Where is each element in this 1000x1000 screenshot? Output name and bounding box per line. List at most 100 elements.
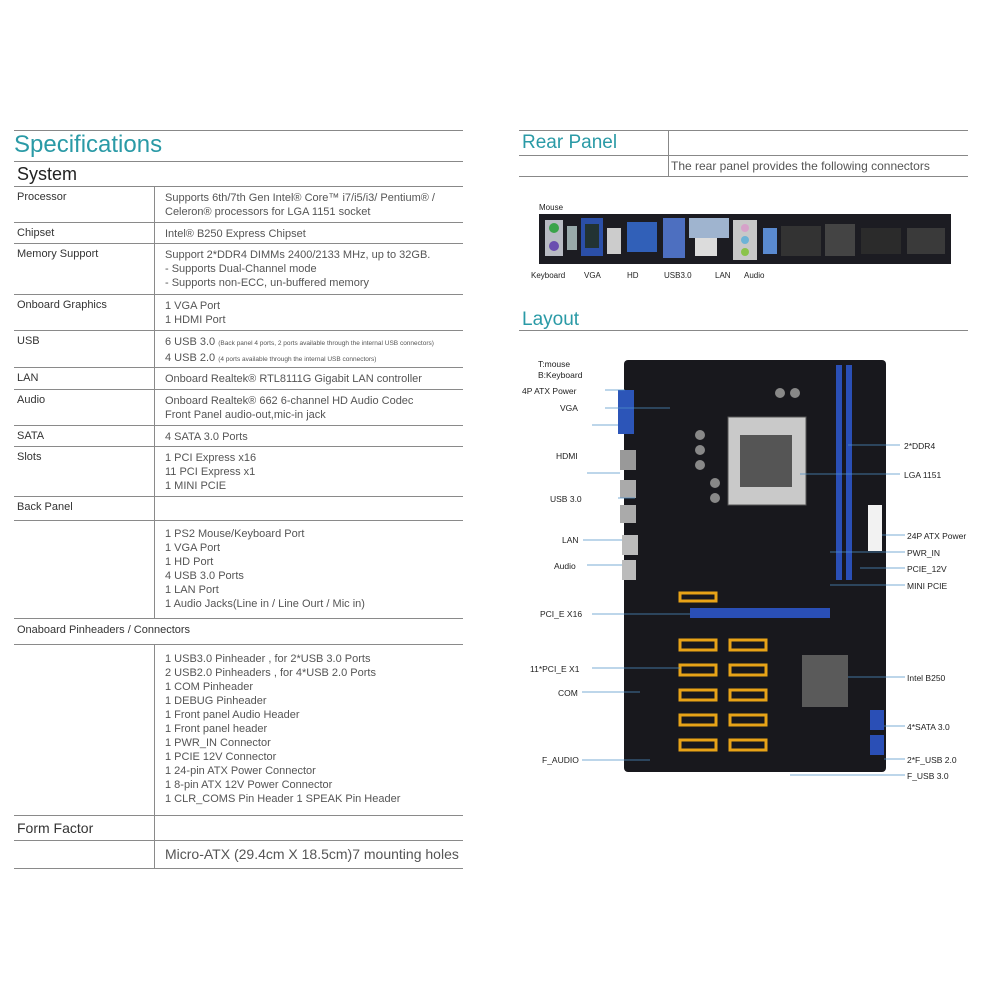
rear-panel-illustration bbox=[539, 214, 951, 264]
layout-label-fusb2: 2*F_USB 2.0 bbox=[907, 755, 957, 765]
layout-title: Layout bbox=[519, 309, 968, 331]
spec-row-usb: USB 6 USB 3.0 (Back panel 4 ports, 2 por… bbox=[14, 331, 463, 368]
spec-value: 4 SATA 3.0 Ports bbox=[165, 431, 248, 443]
spec-note: (4 ports available through the internal … bbox=[218, 356, 377, 363]
spec-value: 2 USB2.0 Pinheaders , for 4*USB 2.0 Port… bbox=[165, 667, 376, 679]
motherboard-illustration bbox=[582, 360, 905, 776]
pinheaders-row: 1 USB3.0 Pinheader , for 2*USB 3.0 Ports… bbox=[14, 645, 463, 816]
spec-label: SATA bbox=[14, 426, 155, 446]
spec-value: 1 LAN Port bbox=[165, 584, 219, 596]
layout-label-pcie16: PCI_E X16 bbox=[540, 609, 583, 619]
form-factor-label: Form Factor bbox=[14, 816, 155, 840]
form-factor-value: Micro-ATX (29.4cm X 18.5cm)7 mounting ho… bbox=[165, 846, 459, 862]
layout-label-lga: LGA 1151 bbox=[904, 470, 942, 480]
spec-row-memory: Memory Support Support 2*DDR4 DIMMs 2400… bbox=[14, 244, 463, 295]
spec-row-audio: Audio Onboard Realtek® 662 6-channel HD … bbox=[14, 390, 463, 426]
spec-value: 1 VGA Port bbox=[165, 542, 221, 554]
spec-value: Supports 6th/7th Gen Intel® Core™ i7/i5/… bbox=[165, 192, 435, 204]
spec-row-lan: LAN Onboard Realtek® RTL8111G Gigabit LA… bbox=[14, 368, 463, 390]
spec-value: - Supports Dual-Channel mode bbox=[165, 263, 317, 275]
spec-value: 1 MINI PCIE bbox=[165, 480, 227, 492]
spec-value: 1 CLR_COMS Pin Header 1 SPEAK Pin Header bbox=[165, 793, 401, 805]
spec-value: 4 USB 2.0 bbox=[165, 352, 216, 364]
spec-value: Intel® B250 Express Chipset bbox=[165, 228, 306, 240]
rear-panel-header: Rear Panel The rear panel provides the f… bbox=[519, 130, 968, 177]
rear-label-audio: Audio bbox=[744, 271, 765, 280]
spec-row-chipset: Chipset Intel® B250 Express Chipset bbox=[14, 223, 463, 244]
pinheaders-label: Onaboard Pinheaders / Connectors bbox=[14, 619, 463, 645]
layout-label-sata: 4*SATA 3.0 bbox=[907, 722, 950, 732]
spec-label: Processor bbox=[14, 187, 155, 222]
spec-value: Celeron® processors for LGA 1151 socket bbox=[165, 206, 371, 218]
spec-row-sata: SATA 4 SATA 3.0 Ports bbox=[14, 426, 463, 447]
spec-value: 11 PCI Express x1 bbox=[165, 466, 256, 478]
spec-label: LAN bbox=[14, 368, 155, 389]
layout-diagram: T:mouse B:Keyboard 4P ATX Power VGA HDMI… bbox=[522, 355, 970, 795]
form-factor-row: Micro-ATX (29.4cm X 18.5cm)7 mounting ho… bbox=[14, 841, 463, 869]
rear-label-mouse: Mouse bbox=[539, 203, 564, 212]
specifications-table: Specifications System Processor Supports… bbox=[14, 130, 463, 869]
spec-value: - Supports non-ECC, un-buffered memory bbox=[165, 277, 369, 289]
layout-label-lan: LAN bbox=[562, 535, 579, 545]
spec-value: 6 USB 3.0 bbox=[165, 336, 216, 348]
form-factor-header-row: Form Factor bbox=[14, 816, 463, 841]
spec-value: 4 USB 3.0 Ports bbox=[165, 570, 244, 582]
rear-label-lan: LAN bbox=[715, 271, 731, 280]
spec-value: 1 USB3.0 Pinheader , for 2*USB 3.0 Ports bbox=[165, 653, 371, 665]
specifications-title: Specifications bbox=[14, 130, 463, 162]
layout-label-pcie12v: PCIE_12V bbox=[907, 564, 947, 574]
rear-label-usb: USB3.0 bbox=[664, 271, 692, 280]
spec-value: 1 DEBUG Pinheader bbox=[165, 695, 267, 707]
layout-label-tmouse: T:mouse bbox=[538, 359, 571, 369]
layout-label-faudio: F_AUDIO bbox=[542, 755, 579, 765]
spec-value: 1 COM Pinheader bbox=[165, 681, 254, 693]
spec-row-processor: Processor Supports 6th/7th Gen Intel® Co… bbox=[14, 187, 463, 223]
spec-value: 1 Front panel header bbox=[165, 723, 268, 735]
spec-row-graphics: Onboard Graphics 1 VGA Port 1 HDMI Port bbox=[14, 295, 463, 331]
layout-label-bkeyboard: B:Keyboard bbox=[538, 370, 583, 380]
spec-value: 1 Front panel Audio Header bbox=[165, 709, 300, 721]
layout-label-audio: Audio bbox=[554, 561, 576, 571]
spec-label: Slots bbox=[14, 447, 155, 496]
spec-value: 1 8-pin ATX 12V Power Connector bbox=[165, 779, 333, 791]
spec-label: Audio bbox=[14, 390, 155, 425]
spec-row-slots: Slots 1 PCI Express x16 11 PCI Express x… bbox=[14, 447, 463, 497]
spec-label: Onboard Graphics bbox=[14, 295, 155, 330]
spec-value: 1 24-pin ATX Power Connector bbox=[165, 765, 316, 777]
spec-note: (Back panel 4 ports, 2 ports available t… bbox=[218, 340, 434, 347]
layout-label-pcie1: 11*PCI_E X1 bbox=[530, 664, 580, 674]
rear-label-vga: VGA bbox=[584, 271, 601, 280]
spec-value: 1 PWR_IN Connector bbox=[165, 737, 271, 749]
spec-value: Onboard Realtek® RTL8111G Gigabit LAN co… bbox=[165, 373, 422, 385]
spec-value: Onboard Realtek® 662 6-channel HD Audio … bbox=[165, 395, 414, 407]
rear-panel-title: Rear Panel bbox=[519, 131, 669, 155]
rear-label-hd: HD bbox=[627, 271, 639, 280]
layout-label-pwrin: PWR_IN bbox=[907, 548, 941, 558]
back-panel-header-row: Back Panel bbox=[14, 497, 463, 521]
spec-value: 1 Audio Jacks(Line in / Line Ourt / Mic … bbox=[165, 598, 365, 610]
layout-label-ddr4: 2*DDR4 bbox=[904, 441, 936, 451]
spec-value: 1 PCI Express x16 bbox=[165, 452, 257, 464]
spec-label: Memory Support bbox=[14, 244, 155, 294]
system-title: System bbox=[14, 162, 463, 187]
layout-label-hdmi: HDMI bbox=[556, 451, 578, 461]
spec-value: 1 PCIE 12V Connector bbox=[165, 751, 277, 763]
layout-label-atx4p: 4P ATX Power bbox=[522, 386, 577, 396]
back-panel-row: 1 PS2 Mouse/Keyboard Port 1 VGA Port 1 H… bbox=[14, 521, 463, 619]
spec-value: Front Panel audio-out,mic-in jack bbox=[165, 409, 326, 421]
layout-label-atx24: 24P ATX Power bbox=[907, 531, 967, 541]
layout-label-usb30: USB 3.0 bbox=[550, 494, 582, 504]
spec-value: 1 HDMI Port bbox=[165, 314, 226, 326]
layout-label-vga: VGA bbox=[560, 403, 578, 413]
back-panel-label: Back Panel bbox=[14, 497, 155, 520]
layout-label-minipcie: MINI PCIE bbox=[907, 581, 948, 591]
spec-value: Support 2*DDR4 DIMMs 2400/2133 MHz, up t… bbox=[165, 249, 431, 261]
layout-label-com: COM bbox=[558, 688, 578, 698]
spec-value: 1 HD Port bbox=[165, 556, 214, 568]
layout-label-fusb3: F_USB 3.0 bbox=[907, 771, 949, 781]
spec-label: USB bbox=[14, 331, 155, 367]
spec-label: Chipset bbox=[14, 223, 155, 243]
rear-label-keyboard: Keyboard bbox=[531, 271, 566, 280]
rear-panel-photo: Mouse Keyboard VGA HD USB3.0 LAN Audio bbox=[519, 198, 968, 288]
rear-panel-subtitle: The rear panel provides the following co… bbox=[671, 159, 930, 173]
